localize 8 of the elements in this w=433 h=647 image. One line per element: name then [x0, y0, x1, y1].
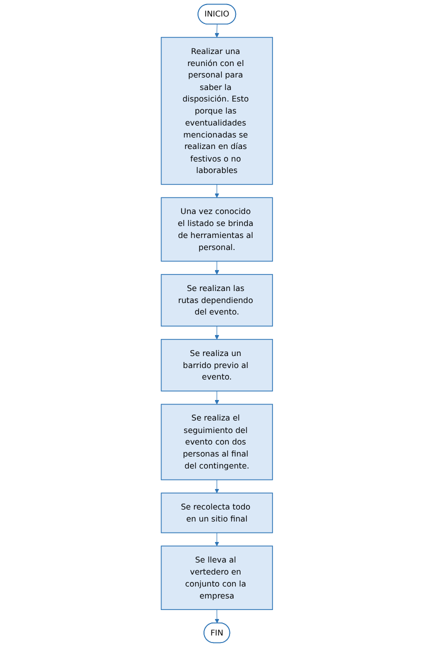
arrow — [214, 609, 219, 624]
arrow — [214, 24, 219, 38]
arrow — [214, 480, 219, 494]
arrow — [214, 260, 219, 275]
arrow — [214, 532, 219, 546]
arrow — [214, 390, 219, 404]
arrow — [214, 326, 219, 340]
arrow — [214, 184, 219, 198]
